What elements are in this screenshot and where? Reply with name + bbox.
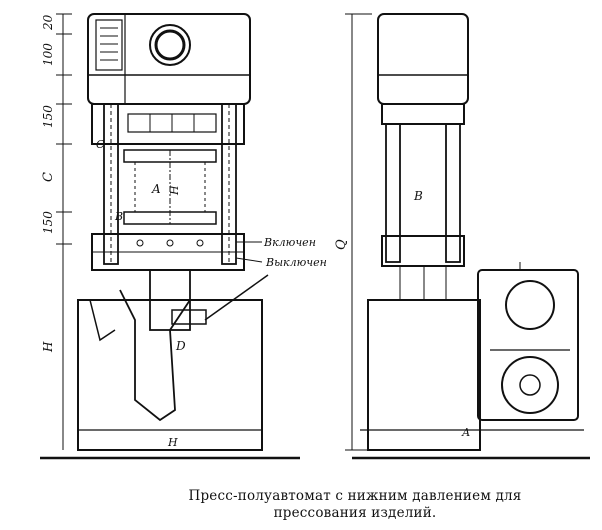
label-d: D [175,339,186,353]
figure-caption: Пресс-полуавтомат с нижним давлением для… [120,488,590,522]
front-view [40,13,300,460]
side-column-right [445,123,461,263]
label-h-base: Н [167,436,178,449]
front-upper-crosshead [91,103,245,145]
label-a: A [151,182,161,196]
callout-off: Выключен [265,256,327,269]
caption-line-2: прессования изделий. [273,505,437,521]
press-drawing: 20 100 150 C 150 Н С A Н В D Н Включен В… [40,13,590,460]
dim-100: 100 [41,43,55,66]
dim-150-top: 150 [41,105,55,128]
side-view [345,13,590,460]
callout-on: Включен [263,236,316,249]
dim-c: C [41,172,56,182]
side-label-q: Q [334,239,349,250]
side-motor-unit [477,269,579,421]
dim-150-bottom: 150 [41,211,55,234]
side-top-head [377,13,469,105]
front-gauge [149,24,191,66]
label-c-side: С [96,138,105,151]
front-base [77,299,263,451]
dim-h: Н [41,341,55,353]
label-b-front: В [114,210,123,223]
caption-line-1: Пресс-полуавтомат с нижним давлением для [188,488,522,504]
side-label-a: А [461,426,470,439]
label-h-vertical: Н [168,185,181,196]
side-column-left [385,123,401,263]
side-label-b: В [413,189,423,203]
dim-20: 20 [41,14,55,31]
